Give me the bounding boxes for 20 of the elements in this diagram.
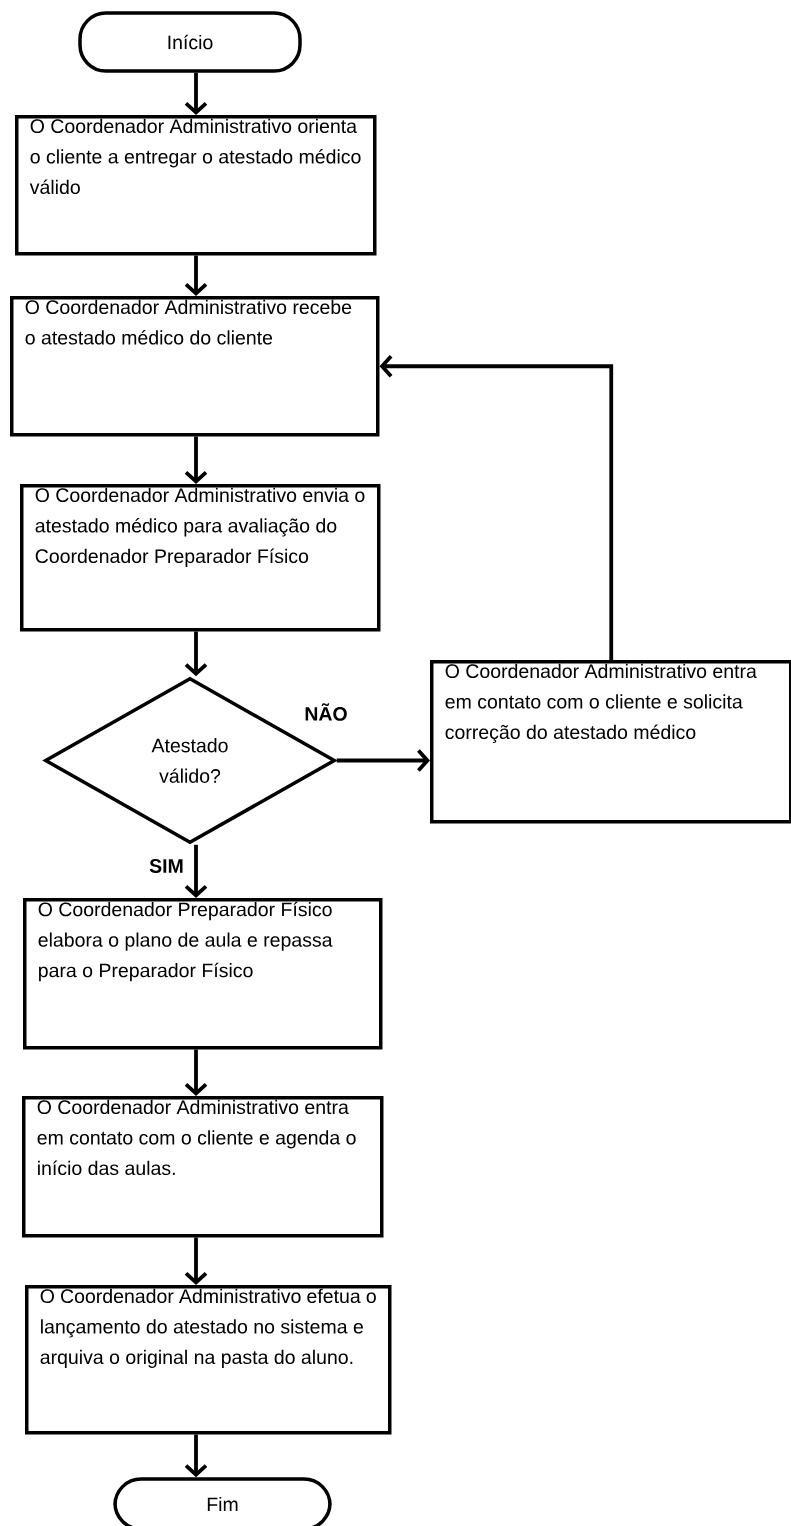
edge-label: SIM xyxy=(147,857,186,875)
process-box: O Coordenador Preparador Físico elabora o plano de aula e repassa para o Preparador Físico xyxy=(23,898,383,1050)
arrow xyxy=(184,844,208,898)
process-box: O Coordenador Administrativo orienta o cliente a entregar o atestado médico válido xyxy=(15,115,377,256)
terminal-box: Início xyxy=(78,11,302,73)
process-box: O Coordenador Administrativo entra em contato com o cliente e agenda o início das aulas. xyxy=(22,1096,384,1238)
arrow xyxy=(184,72,208,115)
arrow xyxy=(184,631,208,677)
arrow xyxy=(379,355,614,660)
arrow xyxy=(184,436,208,484)
arrow xyxy=(184,1434,208,1478)
process-box: O Coordenador Administrativo entra em contato com o cliente e solicita correção do atestado médico xyxy=(430,660,791,824)
arrow xyxy=(184,1049,208,1096)
arrow xyxy=(184,1237,208,1285)
process-box: O Coordenador Administrativo envia o atestado médico para avaliação do Coordenador Preparador Físico xyxy=(20,484,381,632)
process-box: O Coordenador Administrativo efetua o lançamento do atestado no sistema e arquiva o original na pasta do aluno. xyxy=(25,1285,392,1435)
process-box: O Coordenador Administrativo recebe o atestado médico do cliente xyxy=(10,296,380,437)
terminal-box: Fim xyxy=(113,1477,332,1526)
arrow xyxy=(184,255,208,296)
arrow xyxy=(336,749,430,772)
